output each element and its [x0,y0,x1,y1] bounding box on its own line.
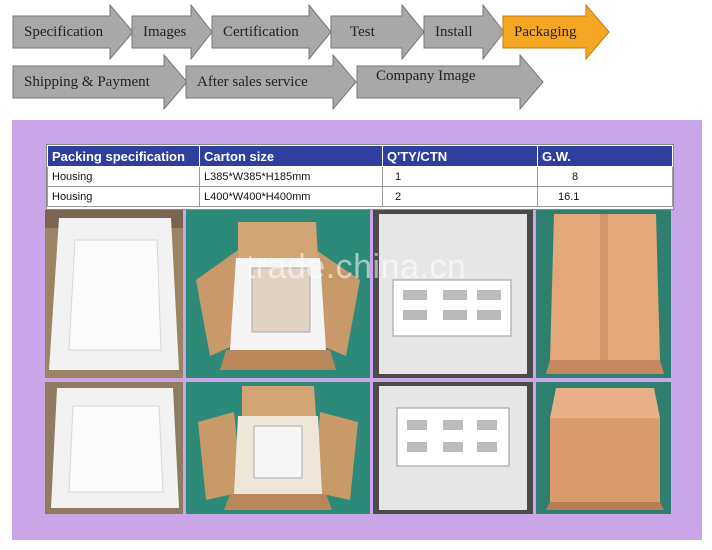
nav-tab-label: Test [350,24,375,40]
packing-spec-table: Packing specification Carton size Q'TY/C… [46,144,674,210]
nav-tab-label: Images [143,24,187,40]
table-cell: 8 [537,166,673,187]
nav-tab-label: Company Image [376,68,476,84]
foam-with-manual-photo [373,210,533,378]
table-cell: 16.1 [537,186,673,207]
table-header: Carton size [199,145,383,167]
nav-tab-test[interactable]: Test [330,4,425,60]
nav-tab-images[interactable]: Images [131,4,213,60]
nav-tab-install[interactable]: Install [423,4,505,60]
table-cell: 2 [382,186,538,207]
table-header: Packing specification [47,145,200,167]
closed-carton-photo [536,382,671,514]
table-row: Housing L400*W400*H400mm 2 16.1 [47,186,673,207]
table-cell: L400*W400*H400mm [199,186,383,207]
foam-with-manual-photo-2 [373,382,533,514]
table-header-row: Packing specification Carton size Q'TY/C… [47,145,673,167]
nav-tab-specification[interactable]: Specification [12,4,134,60]
nav-tab-label: Certification [223,24,299,40]
table-header: Q'TY/CTN [382,145,538,167]
open-carton-led-photo-2 [186,382,370,514]
nav-tab-company-image[interactable]: Company Image [356,54,544,110]
nav-tab-label: Packaging [514,24,577,40]
nav-tab-packaging[interactable]: Packaging [502,4,610,60]
table-cell: 1 [382,166,538,187]
nav-tab-label: Specification [24,24,104,40]
open-carton-led-photo [186,210,370,378]
table-cell: Housing [47,166,200,187]
table-header: G.W. [537,145,673,167]
nav-tab-shipping-payment[interactable]: Shipping & Payment [12,54,188,110]
table-cell: L385*W385*H185mm [199,166,383,187]
nav-tab-after-sales[interactable]: After sales service [185,54,357,110]
nav-tab-label: After sales service [197,74,308,90]
sealed-carton-photo [536,210,671,378]
nav-tab-certification[interactable]: Certification [211,4,332,60]
foam-box-photo [45,210,183,378]
table-row: Housing L385*W385*H185mm 1 8 [47,166,673,187]
foam-box-photo-2 [45,382,183,514]
table-cell: Housing [47,186,200,207]
nav-tab-label: Install [435,24,473,40]
nav-tab-label: Shipping & Payment [24,74,150,90]
watermark: trade.china.cn [245,248,467,286]
